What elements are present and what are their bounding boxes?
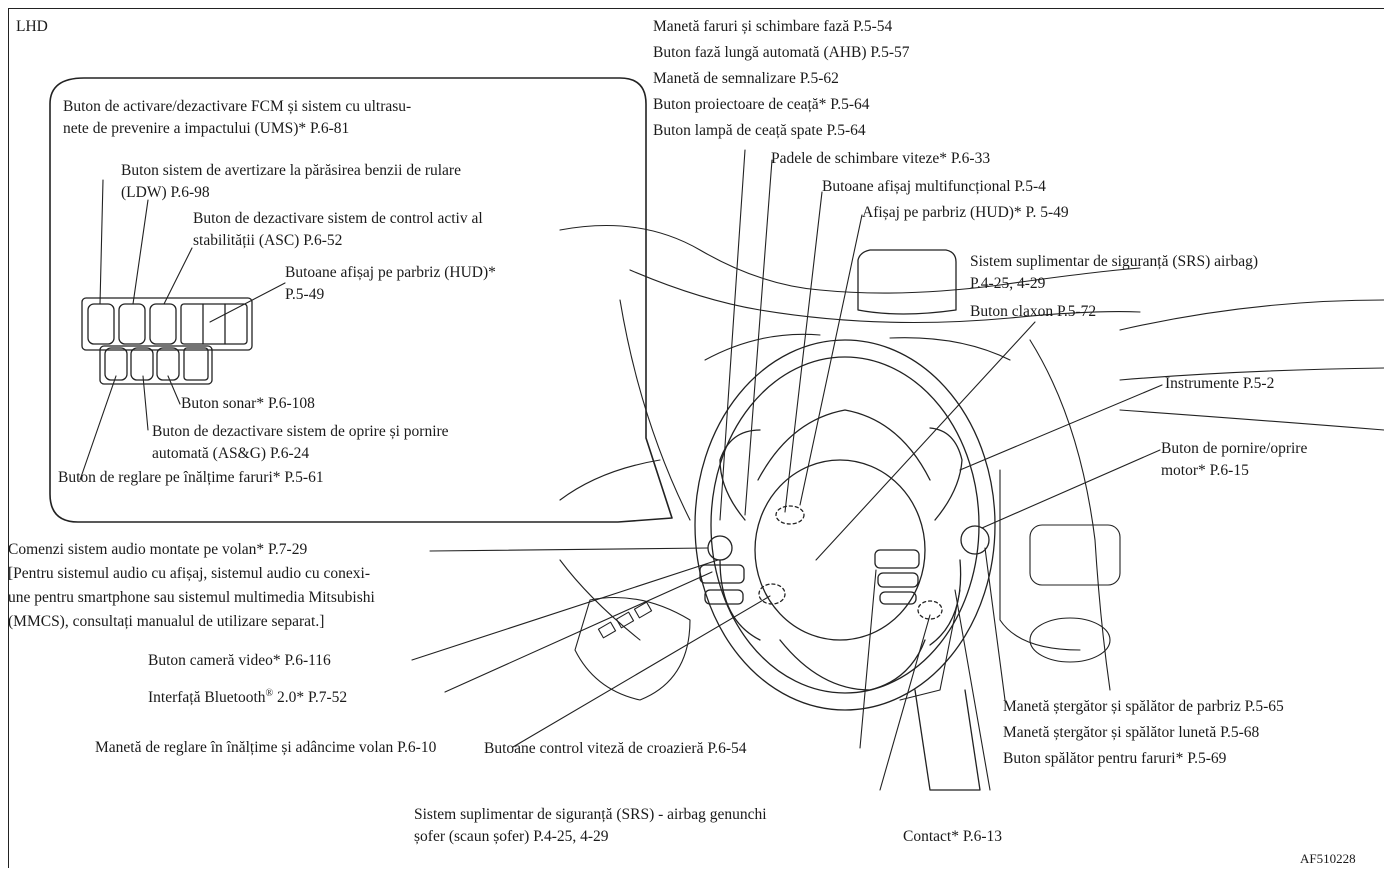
tilt-lever-label: Manetă de reglare în înălțime și adâncim… — [95, 737, 436, 759]
mfd-buttons-label: Butoane afișaj multifuncțional P.5-4 — [822, 176, 1046, 198]
camera-button-label: Buton cameră video* P.6-116 — [148, 650, 331, 672]
figure-code: AF510228 — [1300, 848, 1356, 870]
headlamp-level-label: Buton de reglare pe înălțime faruri* P.5… — [58, 467, 324, 489]
button-cluster-art — [82, 298, 252, 384]
door-panel-art — [575, 598, 690, 701]
steering-wheel-art — [695, 340, 995, 790]
cruise-control-label: Butoane control viteză de croazieră P.6-… — [484, 738, 747, 760]
instruments-label: Instrumente P.5-2 — [1165, 373, 1274, 395]
srs-airbag-label: Sistem suplimentar de siguranță (SRS) ai… — [970, 251, 1258, 295]
asc-button-label: Buton de dezactivare sistem de control a… — [193, 208, 483, 252]
hud-buttons-label: Butoane afișaj pe parbriz (HUD)* P.5-49 — [285, 262, 496, 306]
top-labels: Manetă faruri și schimbare fază P.5-54 B… — [653, 16, 910, 146]
fcm-button-label: Buton de activare/dezactivare FCM și sis… — [63, 96, 411, 140]
asg-button-label: Buton de dezactivare sistem de oprire și… — [152, 421, 449, 465]
bluetooth-label: Interfață Bluetooth® 2.0* P.7-52 — [148, 683, 347, 709]
knee-airbag-label: Sistem suplimentar de siguranță (SRS) - … — [414, 804, 767, 848]
hud-box-art — [858, 250, 956, 314]
hud-label: Afișaj pe parbriz (HUD)* P. 5-49 — [862, 202, 1069, 224]
sonar-button-label: Buton sonar* P.6-108 — [181, 393, 315, 415]
horn-button-label: Buton claxon P.5-72 — [970, 301, 1096, 323]
ldw-button-label: Buton sistem de avertizare la părăsirea … — [121, 160, 461, 204]
corner-label: LHD — [16, 16, 48, 38]
audio-controls-label: Comenzi sistem audio montate pe volan* P… — [8, 539, 375, 635]
ignition-label: Contact* P.6-13 — [903, 826, 1002, 848]
engine-button-label: Buton de pornire/oprire motor* P.6-15 — [1161, 438, 1307, 482]
wiper-labels: Manetă ștergător și spălător de parbriz … — [1003, 696, 1284, 774]
paddle-shifter-label: Padele de schimbare viteze* P.6-33 — [771, 148, 990, 170]
